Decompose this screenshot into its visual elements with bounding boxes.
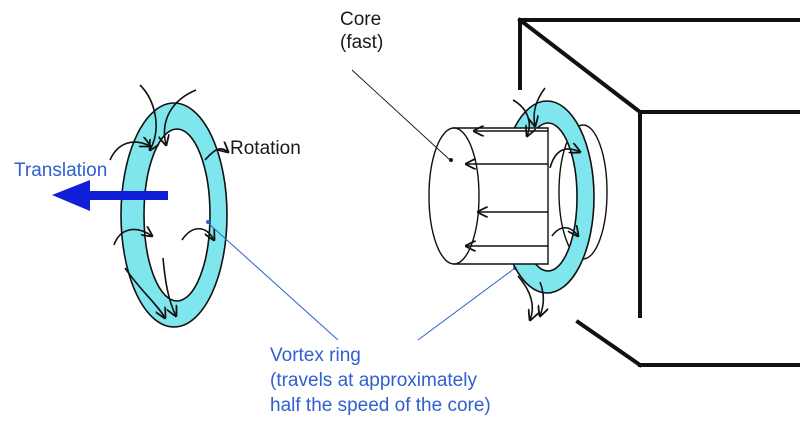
vortex-ring-label-line-1: Vortex ring	[270, 345, 361, 366]
core-cylinder-front	[428, 127, 480, 265]
core-pointer-line	[351, 69, 451, 161]
left-ring-band	[120, 102, 228, 328]
core-label-line-1: Core	[340, 9, 382, 30]
left-vortex-ring	[120, 102, 228, 328]
translation-arrow	[52, 180, 168, 211]
nozzle-box	[517, 17, 800, 368]
vortex-ring-label: Vortex ring (travels at approximately ha…	[270, 343, 491, 418]
core-label: Core (fast)	[340, 8, 383, 54]
vortex-ring-label-line-2: (travels at approximately	[270, 370, 477, 391]
left-ring-rotation-arrows	[109, 84, 228, 318]
right-ring-rotation-arrows	[512, 87, 580, 320]
core-cylinder	[428, 127, 549, 265]
rotation-label: Rotation	[230, 138, 301, 159]
core-label-line-2: (fast)	[340, 32, 384, 53]
translation-label: Translation	[14, 160, 108, 181]
vortex-ring-label-line-3: half the speed of the core)	[270, 395, 491, 416]
